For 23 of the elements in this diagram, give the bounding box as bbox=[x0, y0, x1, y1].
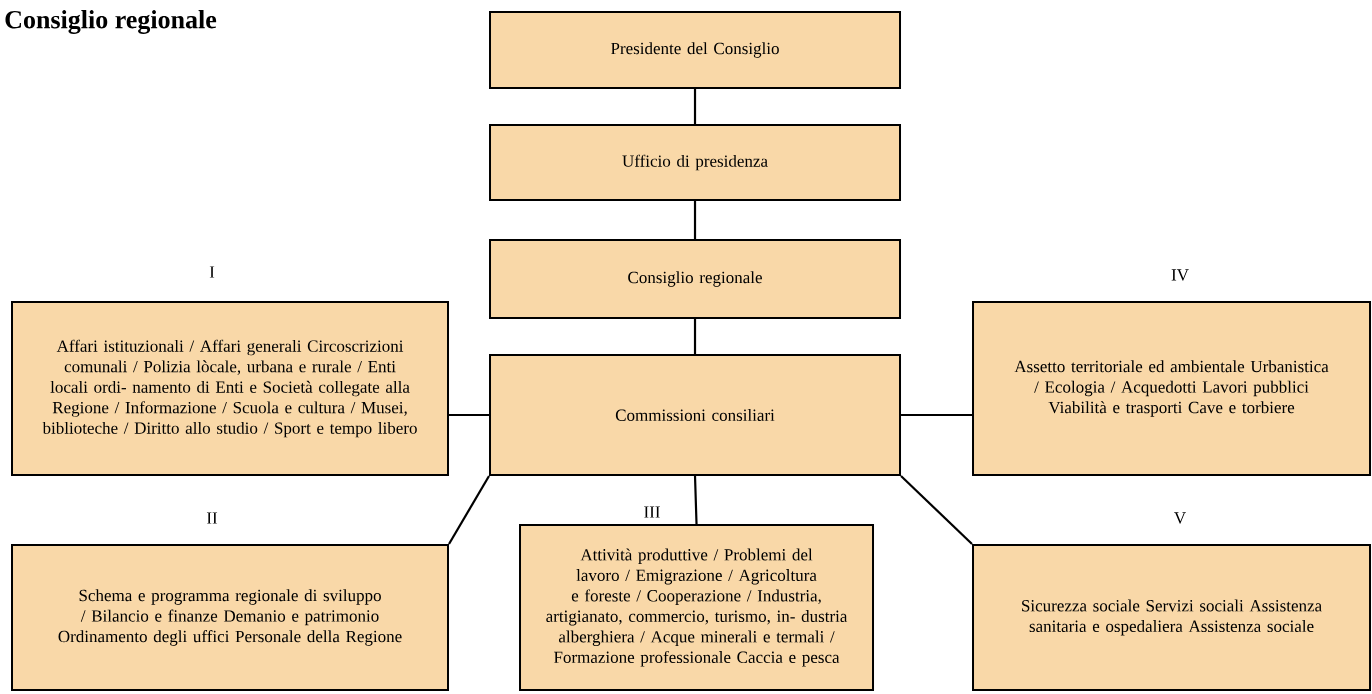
section-number: III bbox=[644, 506, 660, 518]
org-box: Presidente del Consiglio bbox=[489, 11, 901, 89]
section-number: V bbox=[1174, 512, 1186, 524]
connector-line bbox=[448, 475, 490, 545]
org-box: Affari istituzionali / Affari generali Circoscrizioni comunali / Polizia lòcale, urbana e rurale / Enti locali ordi- namento di Enti e Società collegate alla Regione / Informazione / Scuola e cultura / Musei, biblioteche / Diritto allo studio / Sport e tempo libero bbox=[11, 301, 449, 476]
org-box: Consiglio regionale bbox=[489, 239, 901, 319]
connector-line bbox=[901, 413, 972, 417]
section-number: IV bbox=[1171, 269, 1189, 281]
title: Consiglio regionale bbox=[5, 10, 217, 34]
connector-line bbox=[693, 89, 697, 124]
org-box: Commissioni consiliari bbox=[489, 354, 901, 476]
org-box: Schema e programma regionale di sviluppo / Bilancio e finanze Demanio e patrimonio Ordinamento degli uffici Personale della Regione bbox=[11, 544, 449, 691]
connector-line bbox=[693, 201, 697, 239]
connector-line bbox=[900, 475, 973, 545]
section-number: II bbox=[206, 512, 218, 524]
section-number: I bbox=[209, 266, 215, 278]
connector-line bbox=[449, 413, 489, 417]
org-box: Assetto territoriale ed ambientale Urbanistica / Ecologia / Acquedotti Lavori pubblici Viabilità e trasporti Cave e torbiere bbox=[972, 301, 1371, 476]
org-box: Sicurezza sociale Servizi sociali Assistenza sanitaria e ospedaliera Assistenza sociale bbox=[972, 544, 1371, 691]
connector-line bbox=[693, 475, 698, 525]
org-box: Ufficio di presidenza bbox=[489, 124, 901, 201]
org-box: Attività produttive / Problemi del lavoro / Emigrazione / Agricoltura e foreste / Cooperazione / Industria, artigianato, commercio, turismo, in- dustria alberghiera / Acque minerali e termali / Formazione professionale Caccia e pesca bbox=[519, 524, 874, 691]
connector-line bbox=[693, 319, 697, 354]
